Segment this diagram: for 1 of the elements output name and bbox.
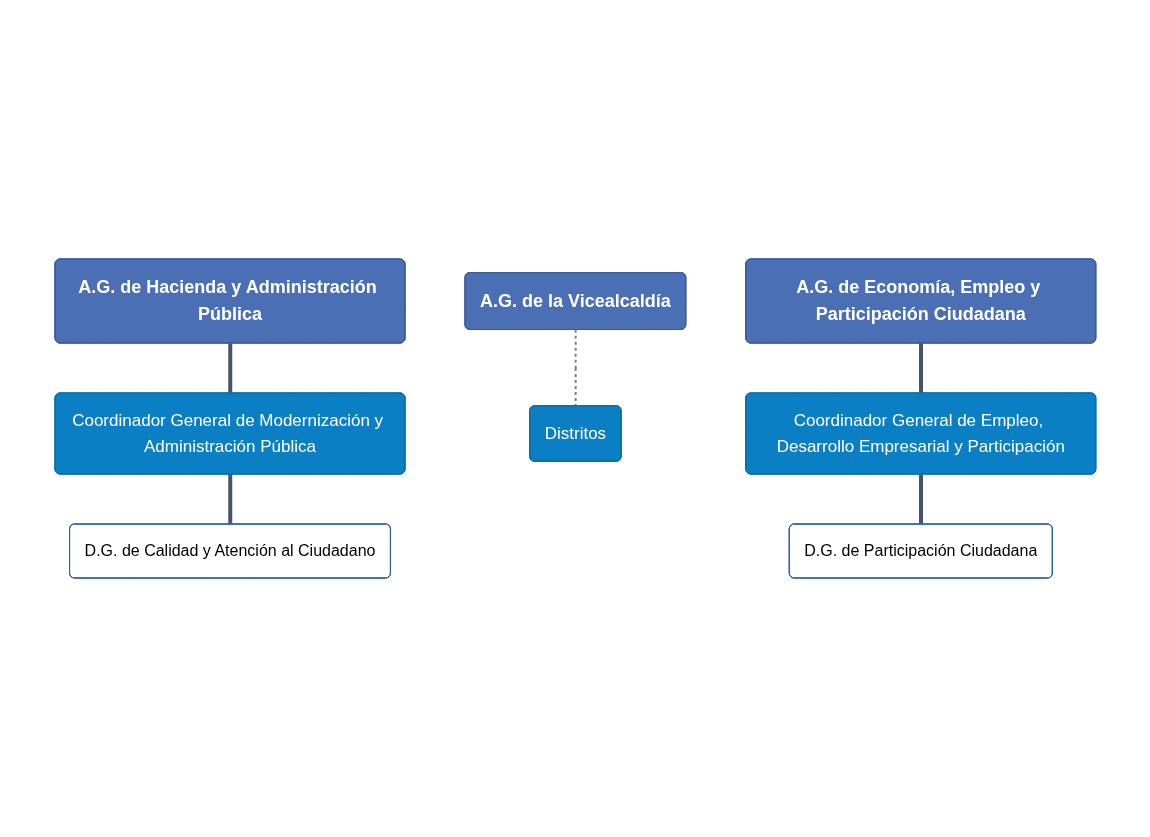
connector bbox=[574, 329, 577, 408]
